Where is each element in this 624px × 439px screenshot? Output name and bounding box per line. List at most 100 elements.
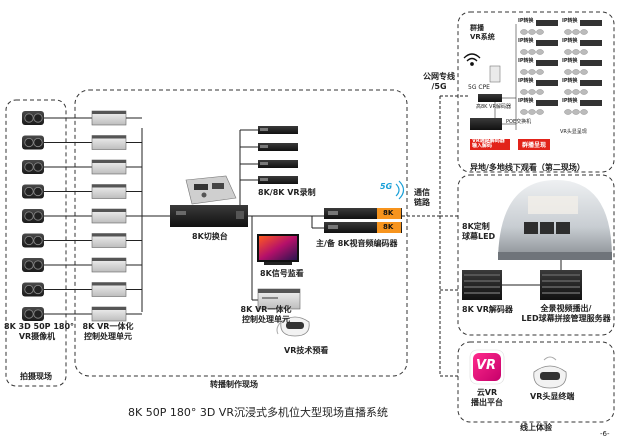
camera-bus	[141, 128, 170, 312]
control-unit	[91, 110, 127, 126]
encoder-main	[324, 208, 402, 219]
vr-camera	[22, 258, 44, 272]
g5-cpe-label: 5G CPE	[468, 84, 490, 91]
group-control-box	[518, 139, 550, 150]
mini-headset-group	[520, 80, 558, 95]
control-unit-2	[257, 288, 301, 310]
control-unit	[91, 257, 127, 273]
switcher-label: 8K切换台	[192, 232, 228, 241]
monitor-8k	[257, 234, 299, 265]
encoder-badge-backup: 8K	[383, 223, 394, 231]
vr-camera	[22, 209, 44, 223]
vr-camera	[22, 135, 44, 150]
recorder	[258, 176, 298, 184]
group-system-frame	[457, 11, 615, 173]
vr-camera	[22, 184, 44, 199]
recorder	[258, 143, 298, 151]
vr-camera	[22, 307, 44, 321]
ip-converter-tag: IP转换	[518, 78, 534, 84]
led-dome	[498, 180, 612, 260]
ip-converter-tag: IP转换	[518, 58, 534, 64]
recorder	[258, 160, 298, 168]
control-unit-column	[91, 110, 142, 322]
vr-decoder-server	[462, 270, 502, 300]
control-unit	[91, 282, 127, 297]
site-online: 线上体验	[520, 423, 552, 432]
control-unit-label: 8K VR一体化控制处理单元	[82, 322, 134, 341]
recorder	[258, 126, 298, 134]
link-label: 通信链路	[414, 188, 430, 207]
control-unit	[91, 135, 127, 150]
offsite-links	[502, 260, 562, 286]
group-control-label: 群播呈现	[522, 142, 547, 149]
mini-headset-group	[520, 60, 558, 75]
network-links	[402, 95, 470, 377]
ip-converter-tag: IP转换	[518, 18, 534, 24]
public-line-label: 公网专线/5G	[423, 72, 455, 91]
vr-camera	[22, 282, 44, 297]
mini-headset-group	[520, 100, 558, 115]
site-offsite: 异地/多地线下观看（第二现场）	[470, 163, 585, 172]
poe-switch	[470, 118, 502, 130]
wifi-icon	[463, 53, 481, 66]
control-unit	[91, 159, 127, 175]
control-unit	[91, 208, 127, 224]
switcher-8k	[170, 175, 248, 227]
decoder-label: 8K VR解码器	[462, 305, 513, 314]
diagram-title: 8K 50P 180° 3D VR沉浸式多机位大型现场直播系统	[128, 406, 388, 419]
ip-converter-tag: IP转换	[562, 18, 578, 24]
recorder-stack	[258, 126, 298, 184]
dome-label: 8K定制球幕LED	[462, 222, 496, 241]
control-unit	[91, 184, 127, 199]
mini-headset-group	[564, 100, 602, 115]
encoder-backup	[324, 222, 402, 233]
group-vr-system	[463, 20, 602, 150]
mini-headset-group	[564, 60, 602, 75]
mini-headset-group	[564, 40, 602, 55]
ip-converter-tag: IP转换	[562, 38, 578, 44]
vr-camera	[22, 233, 44, 248]
decoder-small-label: 高8K VR解码器	[476, 104, 511, 110]
page-mark: -6-	[600, 430, 610, 438]
ip-converter-tag: IP转换	[518, 98, 534, 104]
online-frame	[457, 341, 615, 423]
cpe-5g	[489, 65, 501, 83]
ip-converter-tag: IP转换	[562, 78, 578, 84]
camera-label: 8K 3D 50P 180°VR摄像机	[4, 322, 75, 341]
shooting-site-frame	[5, 99, 67, 387]
signal-5g-icon	[395, 180, 405, 200]
mini-headset-group	[520, 20, 558, 35]
server-label: 全景视频播出/LED球幕拼接管理服务器	[521, 304, 611, 323]
ip-converter-tag: IP转换	[562, 58, 578, 64]
signal-5g-label: 5G	[380, 182, 393, 191]
vr-camera	[22, 160, 44, 174]
mini-headset-group	[564, 20, 602, 35]
decoder-small	[478, 94, 502, 102]
encoder-label: 主/备 8K视音频编码器	[316, 239, 398, 248]
vr-camera	[22, 111, 44, 125]
offsite-frame	[457, 174, 615, 336]
headset-label: VR头显终端	[530, 392, 575, 401]
vr-camera-column	[22, 111, 92, 321]
control-unit	[91, 233, 127, 248]
decoder-text-label: VR通路解码器输入解码	[472, 138, 505, 149]
control-unit2-label: 8K VR一体化控制处理单元	[240, 305, 292, 324]
mini-headset-group	[564, 80, 602, 95]
vr-preview-label: VR技术预看	[284, 346, 329, 355]
headset-online	[533, 356, 567, 389]
control-unit	[91, 306, 127, 322]
ip-converter-tag: IP转换	[562, 98, 578, 104]
ip-converter-tag: IP转换	[518, 38, 534, 44]
mini-headset-group	[520, 40, 558, 55]
vr-logo-text: VR	[476, 358, 497, 373]
vr-platform-logo	[469, 349, 505, 385]
site-production: 转播制作现场	[210, 380, 258, 389]
group-headset-label: VR头显呈现	[560, 129, 587, 135]
decoder-text-box	[470, 139, 510, 150]
site-shooting: 拍摄现场	[20, 372, 52, 381]
poe-switch-label: POE交换机	[506, 119, 532, 125]
switcher-links	[239, 129, 324, 301]
